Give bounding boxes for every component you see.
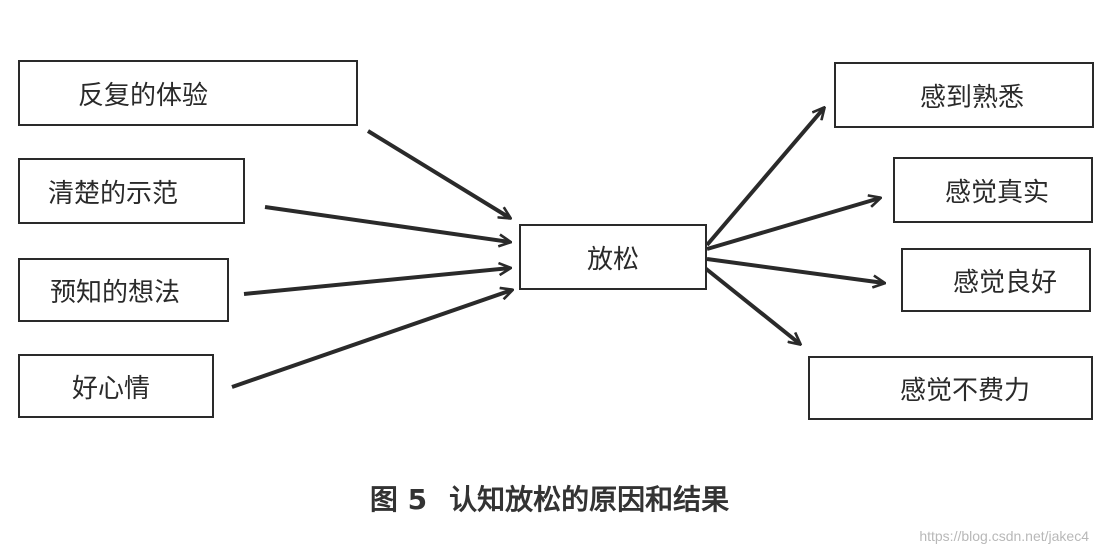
figure-caption: 图 5 认知放松的原因和结果 bbox=[0, 478, 1099, 518]
cause-label: 清楚的示范 bbox=[48, 178, 179, 209]
arrow-center-to-effect-1 bbox=[705, 108, 824, 247]
cause-label: 反复的体验 bbox=[78, 80, 209, 111]
cause-box-clear-demonstration: 清楚的示范 bbox=[18, 158, 245, 224]
effect-box-feels-true: 感觉真实 bbox=[893, 157, 1093, 223]
center-label: 放松 bbox=[586, 244, 639, 275]
effect-label: 感到熟悉 bbox=[920, 82, 1025, 113]
arrow-cause-3-to-center bbox=[243, 268, 510, 296]
cause-box-primed-idea: 预知的想法 bbox=[18, 258, 229, 322]
cause-label: 好心情 bbox=[72, 373, 151, 404]
arrow-center-to-effect-2 bbox=[706, 198, 880, 251]
arrow-center-to-effect-4 bbox=[703, 266, 800, 344]
effect-label: 感觉良好 bbox=[953, 267, 1058, 298]
arrow-cause-2-to-center bbox=[264, 205, 510, 242]
cause-box-repeated-experience: 反复的体验 bbox=[18, 60, 358, 126]
center-box-relaxation: 放松 bbox=[519, 224, 707, 290]
effect-box-feels-good: 感觉良好 bbox=[901, 248, 1091, 312]
caption-text: 认知放松的原因和结果 bbox=[449, 483, 730, 516]
arrow-cause-4-to-center bbox=[231, 290, 512, 389]
effect-box-feels-familiar: 感到熟悉 bbox=[834, 62, 1094, 128]
effect-box-feels-effortless: 感觉不费力 bbox=[808, 356, 1093, 420]
cause-box-good-mood: 好心情 bbox=[18, 354, 214, 418]
effect-label: 感觉真实 bbox=[945, 177, 1050, 208]
arrow-cause-1-to-center bbox=[366, 129, 510, 218]
effect-label: 感觉不费力 bbox=[900, 375, 1031, 406]
figure-number: 图 5 bbox=[369, 483, 428, 516]
watermark-url: https://blog.csdn.net/jakec4 bbox=[919, 528, 1089, 544]
cause-label: 预知的想法 bbox=[50, 277, 181, 308]
arrow-center-to-effect-3 bbox=[706, 257, 884, 283]
